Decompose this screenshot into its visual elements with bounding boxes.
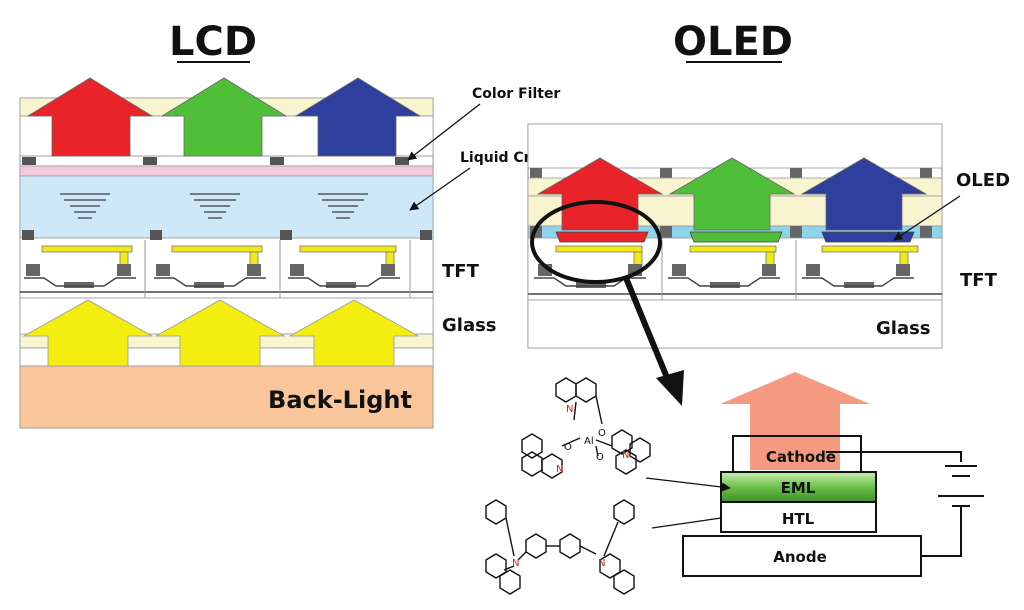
htl-pointer [651,517,722,529]
lcd-liquid-crystal-layer [19,175,434,239]
oled-glass-label: Glass [876,318,931,339]
oled-color-arrows [536,157,928,243]
alq3-o1-label: O [598,428,606,439]
zoom-ellipse [530,200,662,284]
oled-layer-label: OLED [956,170,1010,191]
oled-glass-layer [527,299,943,349]
alq3-n2-label: N [556,464,563,475]
lcd-red-arrow [26,77,154,157]
lcd-crystal-lines [60,193,368,219]
backlight-arrow-1 [22,299,154,367]
oled-green-arrow [668,157,796,231]
htl-label: HTL [782,510,815,528]
htl-layer [720,501,877,533]
oled-layer-pointer [893,195,961,241]
color-filter-label: Color Filter [472,86,560,102]
alq3-n3-label: N [622,450,629,461]
npb-n1-label: N [512,558,519,569]
eml-pointer [645,477,731,492]
backlight-arrow-3 [288,299,420,367]
eml-label: EML [781,479,816,497]
cathode-label: Cathode [766,448,836,466]
color-filter-pointer [407,103,481,161]
alq3-o3-label: O [596,452,604,463]
npb-n2-label: N [598,558,605,569]
alq3-al-label: Al [584,436,594,447]
battery-circuit [826,451,984,557]
lcd-green-arrow [160,77,288,157]
alq3-n1-label: N [566,404,573,415]
backlight-arrow-2 [154,299,286,367]
lcd-tft-label: TFT [442,261,480,282]
lcd-alignment-layer [19,165,434,177]
npb-molecule [485,499,635,595]
emission-arrow [720,372,870,470]
liquid-crystal-pointer [409,167,471,211]
lcd-color-arrows [26,77,422,157]
lcd-blue-arrow [294,77,422,157]
zoom-arrow-shaft [623,276,671,382]
oled-tft-label: TFT [960,270,998,291]
lcd-title: LCD [169,19,257,65]
alq3-molecule [521,377,651,479]
oled-blue-arrow [800,157,928,231]
lcd-glass-label: Glass [442,315,497,336]
anode-label: Anode [773,548,827,566]
oled-title: OLED [673,19,793,65]
alq3-o2-label: O [564,442,572,453]
backlight-label: Back-Light [268,386,412,414]
lcd-backlight-arrows [22,299,420,367]
oled-stack: Cathode EML HTL Anode [645,372,984,577]
zoom-arrow-head [656,370,684,406]
lcd-backlight-layer [19,365,434,429]
